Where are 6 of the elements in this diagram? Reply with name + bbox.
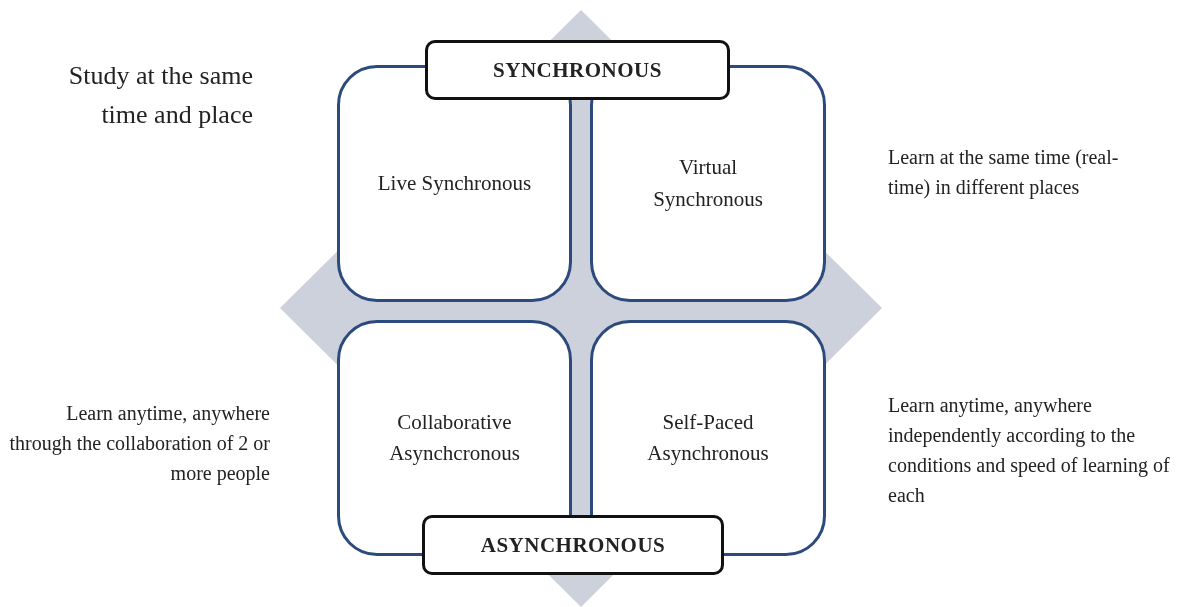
description-text: Learn anytime, anywhere independently according to the conditions and speed of learning of each [888,393,1171,508]
heading-box: SYNCHRONOUS [425,40,730,100]
description-text: Learn anytime, anywhere through the collaboration of 2 or more people [8,401,270,487]
heading-box: ASYNCHRONOUS [422,515,724,575]
description-text: Learn at the same time (real-time) in different places [888,145,1120,201]
description-text: Study at the same time and place [67,60,253,131]
